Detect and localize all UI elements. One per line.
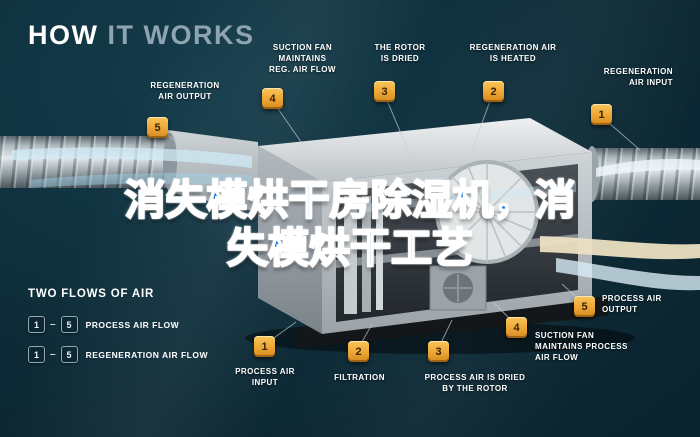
badge-3-process-air-dried: 3 [428, 341, 449, 362]
legend-label-process-air-flow: PROCESS AIR FLOW [85, 319, 180, 330]
label-regeneration-air-heated: REGENERATION AIR IS HEATED [469, 43, 557, 64]
overlay-title: 消失模烘干房除湿机，消 失模烘干工艺 [0, 175, 700, 273]
legend-badge-from: 1 [28, 316, 45, 333]
overlay-title-line2: 失模烘干工艺 [226, 223, 474, 273]
label-process-air-output: PROCESS AIR OUTPUT [602, 294, 662, 315]
label-suction-fan-process: SUCTION FAN MAINTAINS PROCESS AIR FLOW [535, 331, 628, 363]
title-light: IT WORKS [107, 20, 255, 50]
badge-1-regeneration-air-input: 1 [591, 104, 612, 125]
label-suction-fan-reg: SUCTION FAN MAINTAINS REG. AIR FLOW [269, 43, 336, 75]
title-strong: HOW [28, 20, 99, 50]
badge-1-process-air-input: 1 [254, 336, 275, 357]
badge-4-suction-fan-process: 4 [506, 317, 527, 338]
label-regeneration-air-input: REGENERATION AIR INPUT [603, 67, 673, 88]
process-outflow-arrows [540, 236, 700, 291]
regeneration-inflow-arrow [596, 158, 700, 177]
page-title: HOW IT WORKS [28, 20, 255, 51]
suction-fan-box [429, 265, 487, 311]
badge-4-suction-fan-reg: 4 [262, 88, 283, 109]
legend-badge-to: 5 [60, 346, 78, 363]
legend-badge-to: 5 [60, 316, 78, 333]
legend-heading: TWO FLOWS OF AIR [28, 288, 155, 300]
badge-5-process-air-output: 5 [574, 296, 595, 317]
desiccant-rotor [435, 160, 539, 264]
label-regeneration-air-output: REGENERATION AIR OUTPUT [150, 81, 220, 102]
interior-airflow-arrow [348, 182, 576, 214]
label-rotor-is-dried: THE ROTOR IS DRIED [374, 43, 426, 64]
badge-3-rotor-is-dried: 3 [374, 81, 395, 102]
overlay-title-line1: 消失模烘干房除湿机，消 [124, 175, 577, 225]
legend-row-regeneration-air-flow: 1 – 5 REGENERATION AIR FLOW [28, 346, 208, 363]
filter-slat [376, 198, 383, 310]
badge-5-regeneration-air-output: 5 [147, 117, 168, 138]
label-process-air-input: PROCESS AIR INPUT [235, 367, 295, 388]
legend-dash: – [50, 349, 56, 360]
label-filtration: FILTRATION [334, 373, 385, 382]
badge-2-regeneration-air-heated: 2 [483, 81, 504, 102]
filter-slat [362, 196, 371, 312]
legend-badge-from: 1 [28, 346, 45, 363]
filter-slat [344, 196, 357, 314]
legend-row-process-air-flow: 1 – 5 PROCESS AIR FLOW [28, 316, 179, 333]
badge-2-filtration: 2 [348, 341, 369, 362]
legend-dash: – [50, 319, 56, 330]
label-process-air-dried: PROCESS AIR IS DRIED BY THE ROTOR [424, 373, 526, 394]
dehumidifier-unit [245, 118, 635, 354]
legend-label-regeneration-air-flow: REGENERATION AIR FLOW [85, 349, 208, 360]
